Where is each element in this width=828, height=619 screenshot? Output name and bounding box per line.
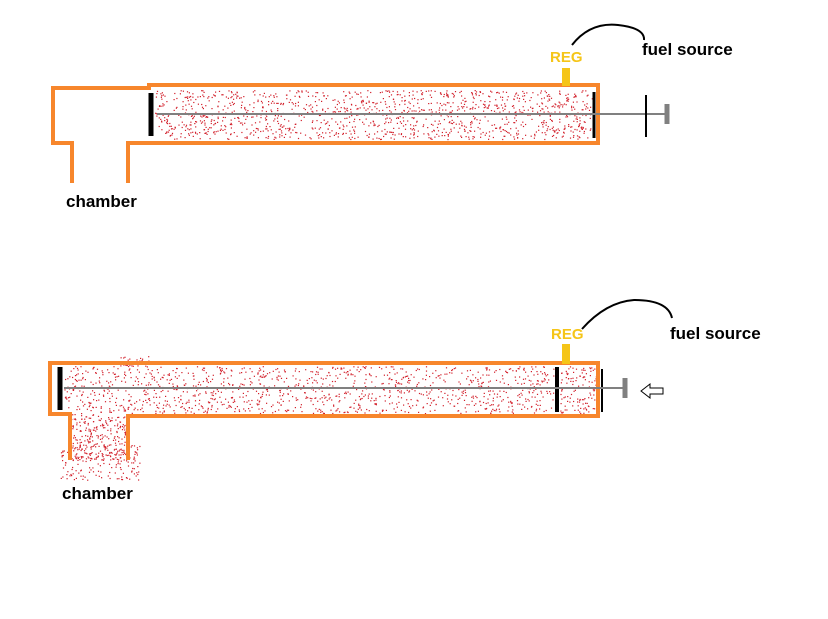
- regulator-label-top: REG: [550, 49, 583, 66]
- fuel-source-label-bottom: fuel source: [670, 324, 761, 343]
- regulator-valve-top: [562, 68, 570, 86]
- chamber-label-bottom: chamber: [62, 484, 133, 503]
- regulator-valve-bottom: [562, 344, 570, 364]
- hollow-left-arrow-icon: [640, 382, 664, 400]
- housing-outline-bottom: [48, 361, 600, 460]
- diagram-retracted: REG fuel source chamber: [51, 23, 733, 211]
- fuel-source-label-top: fuel source: [642, 40, 733, 59]
- diagram-pushed: REG fuel source chamber: [48, 298, 761, 503]
- chamber-label-top: chamber: [66, 192, 137, 211]
- fuel-particles-bottom: [60, 356, 599, 481]
- housing-outline-top: [51, 83, 600, 183]
- regulator-label-bottom: REG: [551, 326, 584, 343]
- fuel-line-top: [571, 23, 645, 46]
- fuel-line-bottom: [581, 298, 673, 330]
- fuel-particles-top: [155, 90, 593, 141]
